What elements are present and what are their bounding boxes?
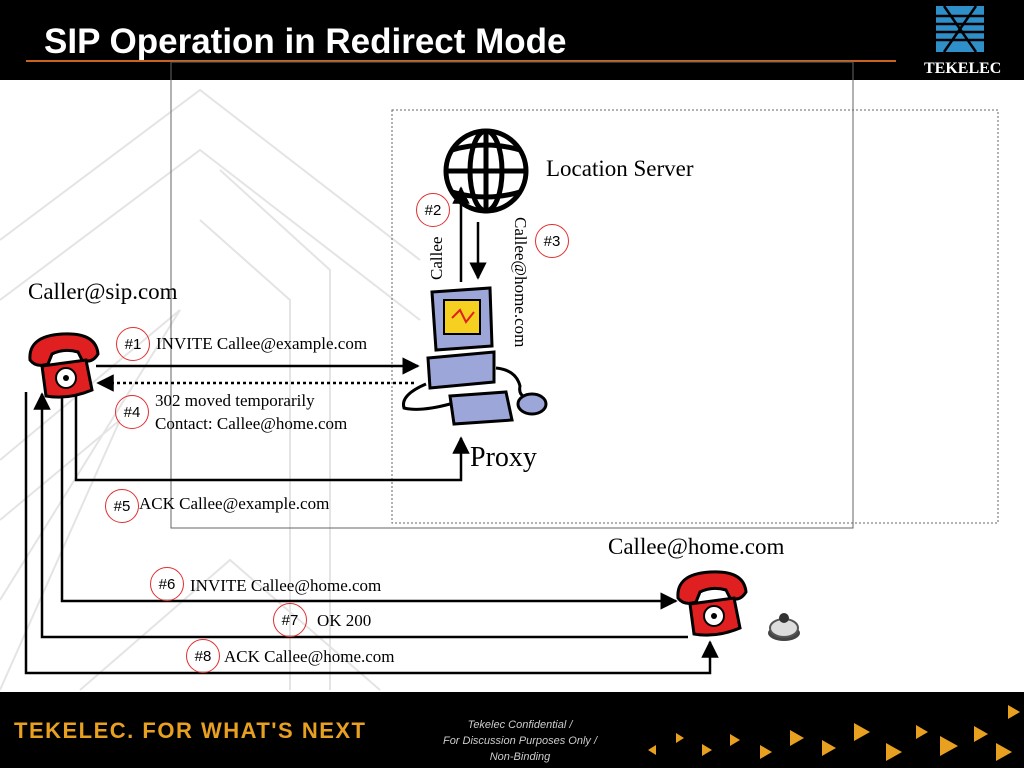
step-2-badge: #2: [416, 193, 450, 227]
msg-2-text: Callee: [427, 236, 446, 280]
confidential-line-1: Tekelec Confidential /: [467, 719, 573, 731]
arrow-ack-example: [74, 392, 470, 482]
location-domain-frame: [391, 109, 999, 524]
msg-4-line1: 302 moved temporarily: [155, 391, 315, 410]
arrow-ok-200: [33, 392, 688, 639]
callee-phone-icon: [676, 570, 748, 637]
step-4-badge: #4: [115, 395, 149, 429]
confidential-line-3: Non-Binding: [489, 751, 551, 763]
footer-tagline: TEKELEC. FOR WHAT'S NEXT: [14, 718, 367, 743]
msg-3-text: Callee@home.com: [511, 217, 530, 348]
step-3-badge: #3: [535, 224, 569, 258]
confidential-line-2: For Discussion Purposes Only /: [442, 735, 598, 747]
location-server-label: Location Server: [546, 156, 694, 181]
slide-title: SIP Operation in Redirect Mode: [44, 22, 567, 61]
step-7-badge: #7: [273, 603, 307, 637]
msg-6-text: INVITE Callee@home.com: [190, 576, 382, 595]
logo-text: TEKELEC: [924, 60, 1002, 77]
step-1-badge: #1: [116, 327, 150, 361]
computer-icon: [401, 286, 548, 426]
arrow-invite-home: [60, 392, 678, 610]
step-8-badge: #8: [186, 639, 220, 673]
confidential-notice: Tekelec Confidential / For Discussion Pu…: [420, 717, 620, 765]
msg-7-text: OK 200: [317, 611, 372, 630]
footer-bar: TEKELEC. FOR WHAT'S NEXT Tekelec Confide…: [0, 692, 1024, 768]
ringing-bell-icon: [768, 613, 800, 641]
proxy-label: Proxy: [470, 442, 537, 473]
tekelec-logo: TEKELEC: [924, 4, 1002, 77]
globe-icon: [443, 128, 529, 214]
step-6-badge: #6: [150, 567, 184, 601]
title-underline: [26, 60, 896, 62]
caller-phone-icon: [28, 332, 100, 399]
footer-arrows-decoration: [648, 705, 1020, 761]
caller-label: Caller@sip.com: [28, 279, 178, 304]
proxy-domain-frame: [170, 61, 854, 529]
arrow-ack-home: [24, 392, 719, 675]
msg-8-text: ACK Callee@home.com: [224, 647, 395, 666]
msg-1-text: INVITE Callee@example.com: [156, 334, 368, 353]
step-5-badge: #5: [105, 489, 139, 523]
msg-4-line2: Contact: Callee@home.com: [155, 414, 348, 433]
callee-label: Callee@home.com: [608, 534, 785, 559]
logo-mark-icon: [936, 5, 984, 53]
msg-5-text: ACK Callee@example.com: [139, 494, 330, 513]
